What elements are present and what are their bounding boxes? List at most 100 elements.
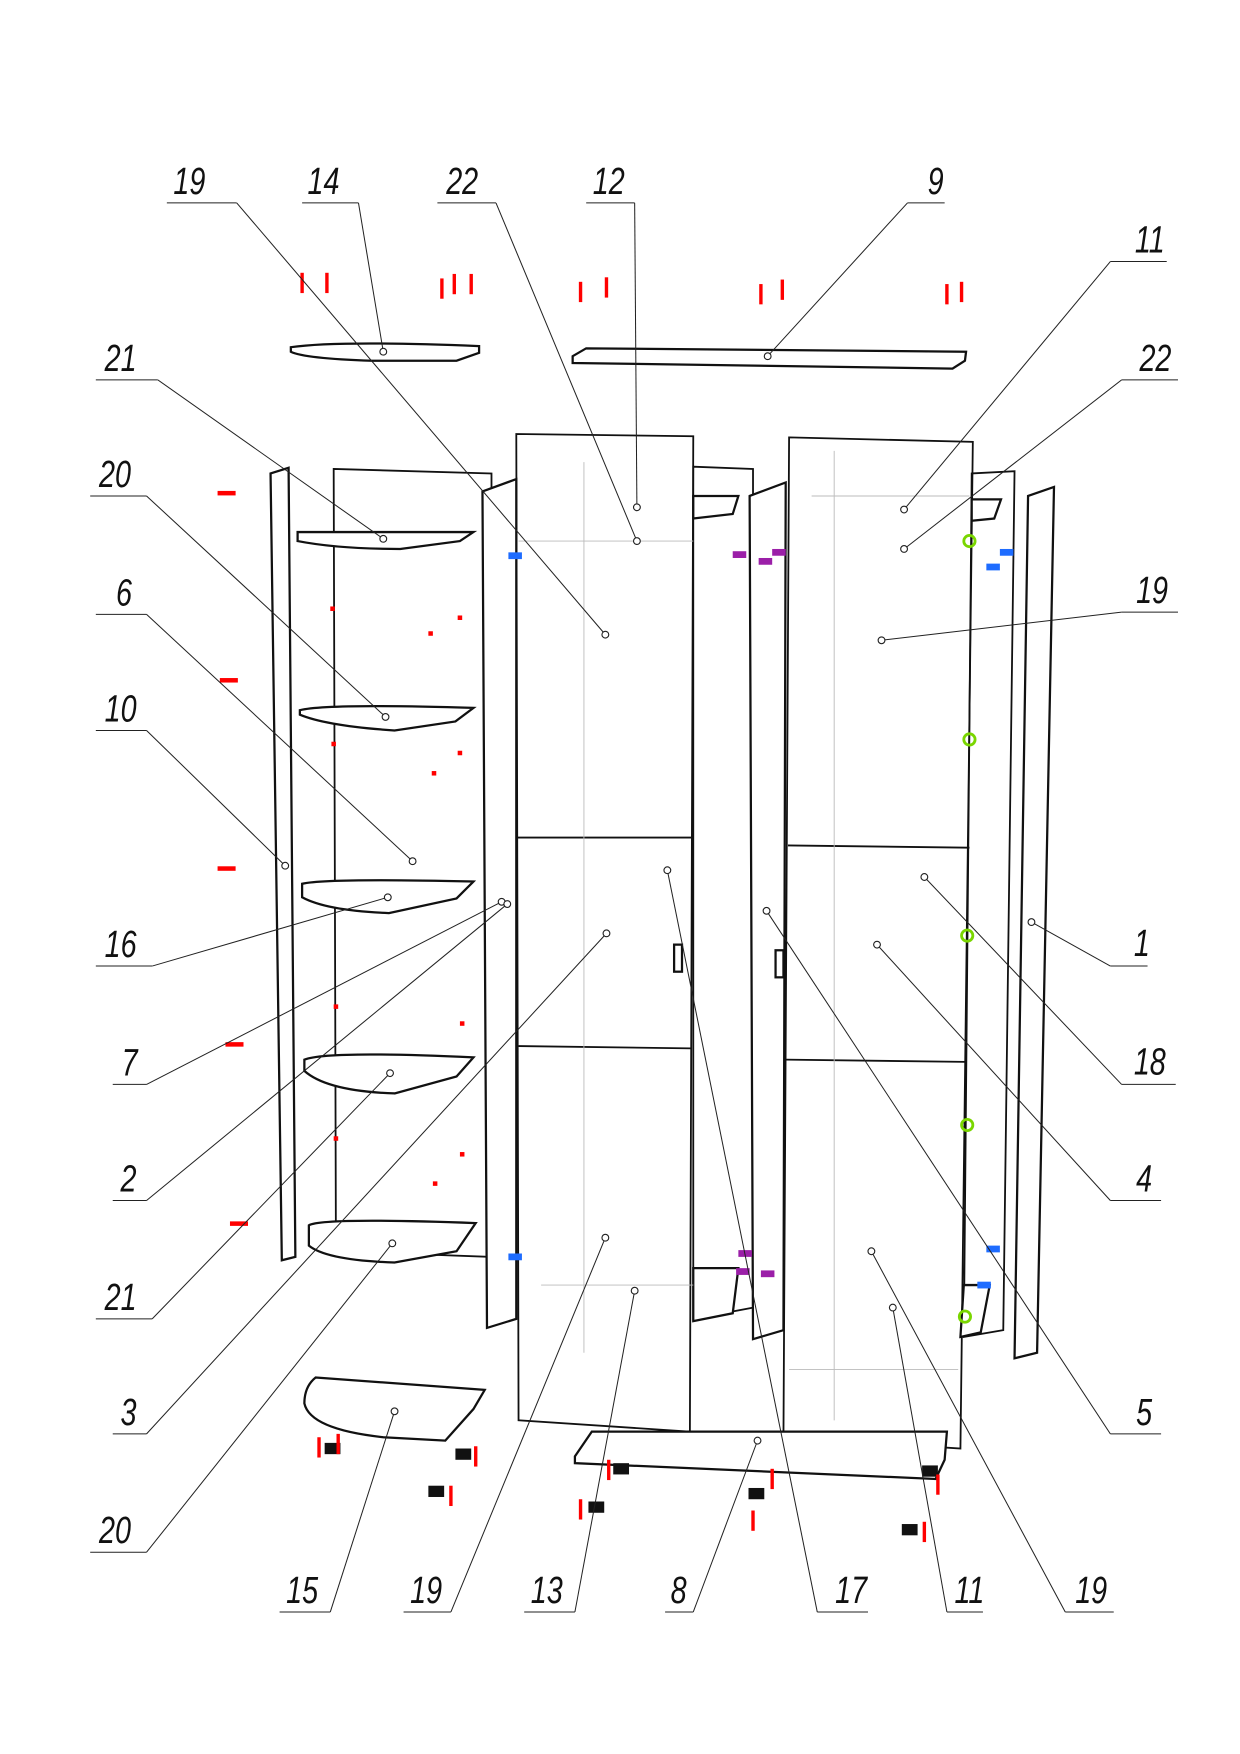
- leader-line: [881, 611, 1122, 641]
- callout-number: 9: [928, 160, 944, 203]
- callout-point: [920, 873, 929, 881]
- adjustable-feet: [324, 1442, 938, 1536]
- shelf-pin-icon: [331, 741, 336, 747]
- screw-icon: [474, 1446, 478, 1467]
- screw-icon: [936, 1474, 940, 1495]
- callout-14: 6: [95, 571, 417, 866]
- hinge-clip-icon: [758, 557, 773, 565]
- callout-point: [602, 929, 611, 938]
- callout-number: 20: [98, 1509, 131, 1552]
- callout-point: [503, 900, 512, 908]
- callout-21: 20: [90, 1239, 397, 1553]
- middle-inner-panel: [692, 465, 754, 1320]
- shelf-pin-icon: [333, 1136, 339, 1141]
- screw-icon: [325, 272, 329, 294]
- shelf-pin-icon: [457, 615, 463, 620]
- callout-point: [873, 940, 881, 949]
- screw-icon: [449, 1485, 453, 1507]
- callout-24: 13: [524, 1286, 639, 1613]
- callout-15: 10: [95, 687, 290, 870]
- callout-point: [630, 1286, 639, 1295]
- leader-line: [892, 1307, 948, 1613]
- leader-line: [870, 1251, 1066, 1613]
- leader-line: [146, 933, 607, 1435]
- callout-number: 21: [104, 337, 137, 380]
- callout-point: [632, 537, 641, 546]
- callout-point: [381, 712, 390, 721]
- leader-line: [151, 1072, 391, 1320]
- callout-point: [601, 630, 610, 639]
- dowel-icon: [217, 490, 236, 496]
- callout-point: [601, 1233, 610, 1242]
- leader-line: [236, 202, 606, 635]
- callout-point: [753, 1436, 762, 1445]
- callout-point: [632, 503, 641, 512]
- callout-22: 15: [279, 1407, 399, 1613]
- callout-number: 15: [286, 1569, 318, 1612]
- callout-number: 17: [835, 1569, 868, 1612]
- screw-icon: [959, 281, 964, 303]
- callout-number: 22: [1139, 337, 1172, 380]
- hinge-icon: [957, 1309, 972, 1324]
- callout-number: 8: [671, 1569, 687, 1612]
- shelf-pin-icon: [431, 771, 437, 776]
- callout-number: 4: [1136, 1158, 1152, 1201]
- leader-line: [767, 202, 908, 357]
- dowel-icon: [229, 1221, 249, 1226]
- callout-19: 21: [95, 1069, 394, 1320]
- leader-line: [903, 379, 1122, 550]
- callout-point: [281, 861, 290, 870]
- shelf-pin-icon: [457, 750, 463, 756]
- shelf-pin-icon: [330, 606, 335, 611]
- callout-0: 19: [166, 160, 610, 639]
- callout-number: 3: [121, 1391, 137, 1434]
- callout-point: [390, 1407, 399, 1416]
- screw-icon: [317, 1437, 321, 1458]
- callout-number: 19: [1075, 1569, 1107, 1612]
- callout-20: 3: [112, 929, 611, 1435]
- right-door-set: [774, 436, 974, 1450]
- leader-line: [923, 876, 1122, 1085]
- leader-line: [766, 910, 1111, 1435]
- callout-number: 21: [104, 1276, 137, 1319]
- hinge-clip-icon: [772, 548, 786, 556]
- hinge-clip-icon: [508, 552, 522, 560]
- leader-line: [146, 613, 413, 862]
- callout-point: [408, 857, 417, 866]
- hinge-icon: [962, 732, 977, 747]
- shelf-pin-icon: [333, 1004, 339, 1009]
- hinge-clip-icon: [732, 551, 747, 558]
- leader-line: [450, 1237, 606, 1613]
- hinge-icon: [962, 534, 977, 549]
- screw-icon: [922, 1521, 927, 1543]
- screw-icon: [300, 272, 304, 294]
- hinge-clip-icon: [999, 548, 1014, 556]
- screw-icon: [607, 1459, 611, 1481]
- leader-line: [146, 901, 502, 1085]
- leader-line: [1031, 921, 1111, 967]
- dowel-icon: [225, 1042, 244, 1047]
- screw-icon: [440, 278, 444, 299]
- hinge-clip-icon: [977, 1281, 991, 1289]
- screw-icon: [770, 1468, 774, 1490]
- hinge-clip-icon: [508, 1253, 522, 1261]
- leader-line: [574, 1290, 636, 1613]
- callout-number: 6: [116, 571, 132, 614]
- hinge-clip-icon: [986, 1245, 1000, 1253]
- callout-7: 19: [877, 569, 1178, 645]
- dowel-icon: [217, 866, 236, 871]
- furniture-parts: [269, 342, 1056, 1536]
- callout-number: 11: [955, 1569, 985, 1612]
- callout-number: 14: [308, 160, 340, 203]
- callout-9: 18: [920, 873, 1176, 1085]
- callout-3: 12: [586, 160, 641, 512]
- callout-5: 11: [900, 219, 1167, 514]
- callout-number: 19: [410, 1569, 442, 1612]
- screw-icon: [469, 273, 473, 295]
- callout-27: 11: [888, 1303, 985, 1613]
- callout-point: [379, 347, 388, 356]
- callout-point: [877, 636, 886, 645]
- callout-point: [386, 1069, 394, 1078]
- leader-line: [357, 202, 384, 352]
